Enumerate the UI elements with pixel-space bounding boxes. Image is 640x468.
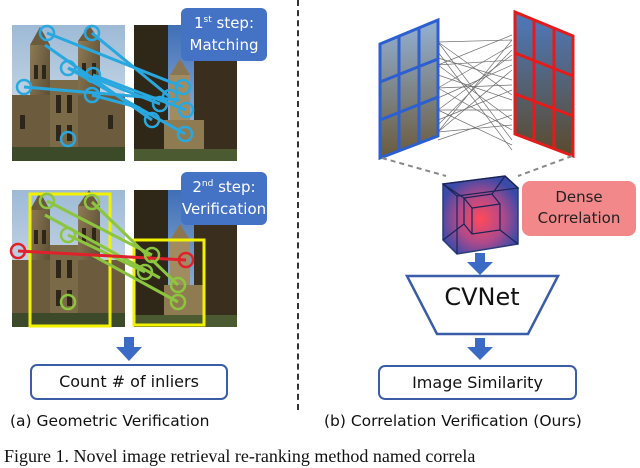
keypoint	[169, 276, 187, 294]
keypoint	[38, 24, 56, 42]
dense-correlation-box: Dense Correlation	[522, 181, 636, 236]
inlier-line	[90, 200, 180, 287]
count-inliers-box: Count # of inliers	[30, 364, 228, 400]
left-panel-caption: (a) Geometric Verification	[10, 412, 210, 430]
keypoint	[59, 130, 77, 148]
candidate-bbox	[132, 238, 206, 327]
keypoint	[151, 95, 169, 113]
keypoint	[59, 226, 77, 244]
query-bbox	[28, 192, 112, 328]
correlation-cube	[441, 175, 520, 255]
keypoint	[169, 293, 187, 311]
inlier-line	[44, 213, 161, 280]
down-arrow-icon	[116, 337, 142, 361]
keypoint	[84, 66, 102, 84]
down-arrow-icon	[467, 253, 493, 275]
match-line	[46, 31, 184, 89]
inlier-line	[67, 233, 146, 274]
query-feature-map	[378, 17, 440, 161]
matching-overlay	[15, 24, 195, 148]
cvnet-block	[405, 274, 560, 336]
step2-badge: 2nd step: Verification	[181, 172, 267, 225]
image-similarity-box: Image Similarity	[378, 365, 577, 400]
keypoint	[83, 24, 101, 42]
keypoint	[143, 246, 161, 264]
down-arrow-icon	[467, 338, 493, 360]
verification-overlay	[9, 192, 206, 328]
panel-divider	[297, 0, 299, 410]
inlier-line	[91, 253, 179, 304]
outlier-keypoint	[9, 242, 27, 260]
inlier-line	[46, 199, 153, 257]
figure-caption: Figure 1. Novel image retrieval re-ranki…	[4, 446, 476, 466]
match-line	[91, 31, 171, 99]
cvnet-label: CVNet	[444, 283, 520, 311]
keypoint	[143, 111, 161, 129]
correlation-lines	[437, 34, 513, 151]
keypoint	[15, 78, 33, 96]
step1-badge: 1st step: Matching	[181, 8, 267, 61]
keypoint	[38, 192, 56, 210]
keypoint	[174, 78, 192, 96]
keypoint	[176, 125, 194, 143]
outlier-keypoint	[177, 251, 195, 269]
match-line	[44, 43, 153, 122]
keypoint	[83, 193, 101, 211]
candidate-feature-map	[513, 9, 575, 159]
keypoint	[177, 101, 195, 119]
keypoint	[136, 263, 154, 281]
keypoint	[83, 86, 101, 104]
correlation-diagram	[378, 9, 575, 255]
keypoint	[59, 293, 77, 311]
match-line	[67, 66, 161, 106]
keypoint	[59, 59, 77, 77]
right-panel-caption: (b) Correlation Verification (Ours)	[324, 412, 582, 430]
